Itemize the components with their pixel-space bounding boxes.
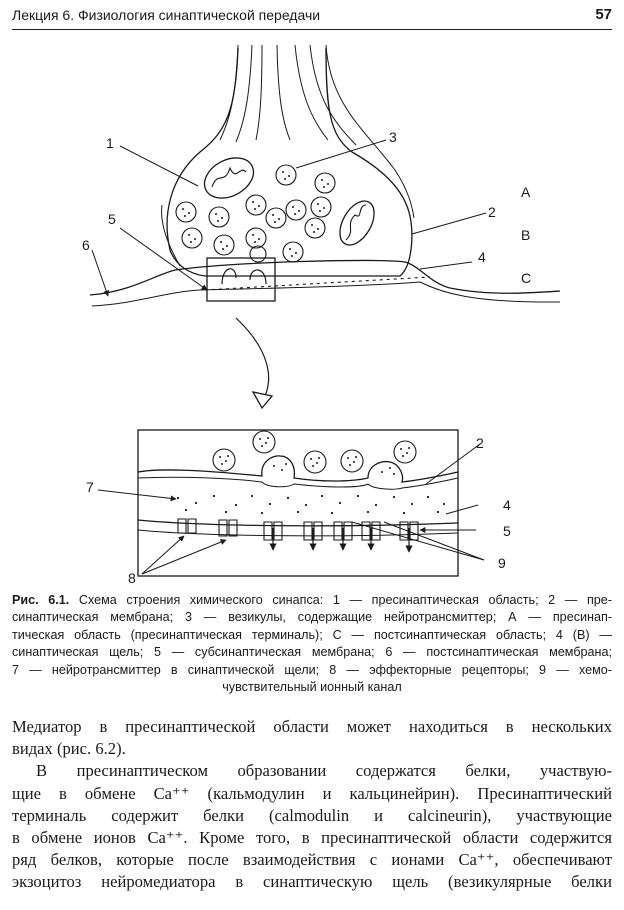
paragraph-line: В пресинаптическом образовании содержатс…: [36, 761, 612, 781]
detail-label-9: 9: [498, 555, 506, 571]
label-6: 6: [82, 237, 90, 253]
synapse-overview: [89, 44, 561, 410]
detail-labels: 2 7 4 5 9 8: [86, 435, 511, 586]
label-3: 3: [389, 129, 397, 145]
body-text: Медиатор в пресинаптической области може…: [12, 716, 612, 894]
label-1: 1: [106, 135, 114, 151]
paragraph-line: терминаль содержит белки (calmodulin и c…: [12, 805, 612, 825]
ion-channels: [263, 521, 419, 541]
label-4: 4: [478, 249, 486, 265]
detail-frame: [137, 429, 459, 577]
page-number: 57: [595, 6, 612, 23]
synapse-figure: 1 3 2 5 6 4 A B C: [82, 44, 561, 586]
region-c-label: C: [521, 270, 531, 286]
vesicles: [175, 164, 336, 263]
page-header: Лекция 6. Физиология синаптической перед…: [12, 4, 612, 30]
caption-label: Рис. 6.1.: [12, 593, 70, 607]
region-a-label: A: [521, 184, 531, 200]
paragraph-line: ряд белков, которые после взаимодействия…: [12, 850, 612, 870]
detail-label-7: 7: [86, 479, 94, 495]
detail-label-5: 5: [503, 523, 511, 539]
postsynaptic-membrane: [89, 259, 561, 296]
zoom-box: [206, 257, 276, 302]
detail-label-4: 4: [503, 497, 511, 513]
presynaptic-terminal-outline: [166, 47, 413, 277]
synaptic-cleft: [204, 276, 431, 291]
detail-label-8: 8: [128, 570, 136, 586]
paragraph-line: экзоцитоз нейромедиатора в синаптическую…: [12, 872, 612, 892]
paragraph-line: щие в обмене Са⁺⁺ (кальмодулин и кальцин…: [12, 783, 612, 803]
caption-line: тическая область (пресинаптическая терми…: [12, 627, 612, 642]
detail-label-2: 2: [476, 435, 484, 451]
caption-line: чувствительный ионный канал: [222, 680, 402, 695]
caption-line: Рис. 6.1. Схема строения химического син…: [12, 593, 613, 607]
paragraph-line: Медиатор в пресинаптической области може…: [12, 717, 612, 736]
figure-caption: Рис. 6.1. Схема строения химического син…: [12, 592, 612, 696]
label-2: 2: [488, 204, 496, 220]
region-b-label: B: [521, 227, 530, 243]
caption-line: синаптическая мембрана; 3 — везикулы, со…: [12, 610, 612, 625]
paragraph-line: видах (рис. 6.2).: [12, 739, 126, 759]
overview-labels: 1 3 2 5 6 4 A B C: [82, 129, 531, 286]
synapse-detail: [97, 429, 485, 577]
mitochondrion-right: [339, 200, 375, 246]
receptors: [177, 518, 238, 537]
label-5: 5: [108, 211, 116, 227]
mitochondrion-left: [203, 157, 255, 199]
zoom-arrow: [235, 317, 270, 403]
axon-fibers: [219, 44, 415, 219]
running-title: Лекция 6. Физиология синаптической перед…: [12, 7, 321, 23]
header-rule: [12, 29, 612, 30]
caption-line: синаптическая щель; 5 — субсинаптическая…: [12, 645, 612, 660]
detail-presynaptic-membrane: [137, 455, 459, 483]
caption-line: 7 — нейротрансмиттер в синаптической щел…: [12, 662, 612, 677]
paragraph-line: в обмене ионов Са⁺⁺. Кроме того, в преси…: [12, 828, 612, 848]
